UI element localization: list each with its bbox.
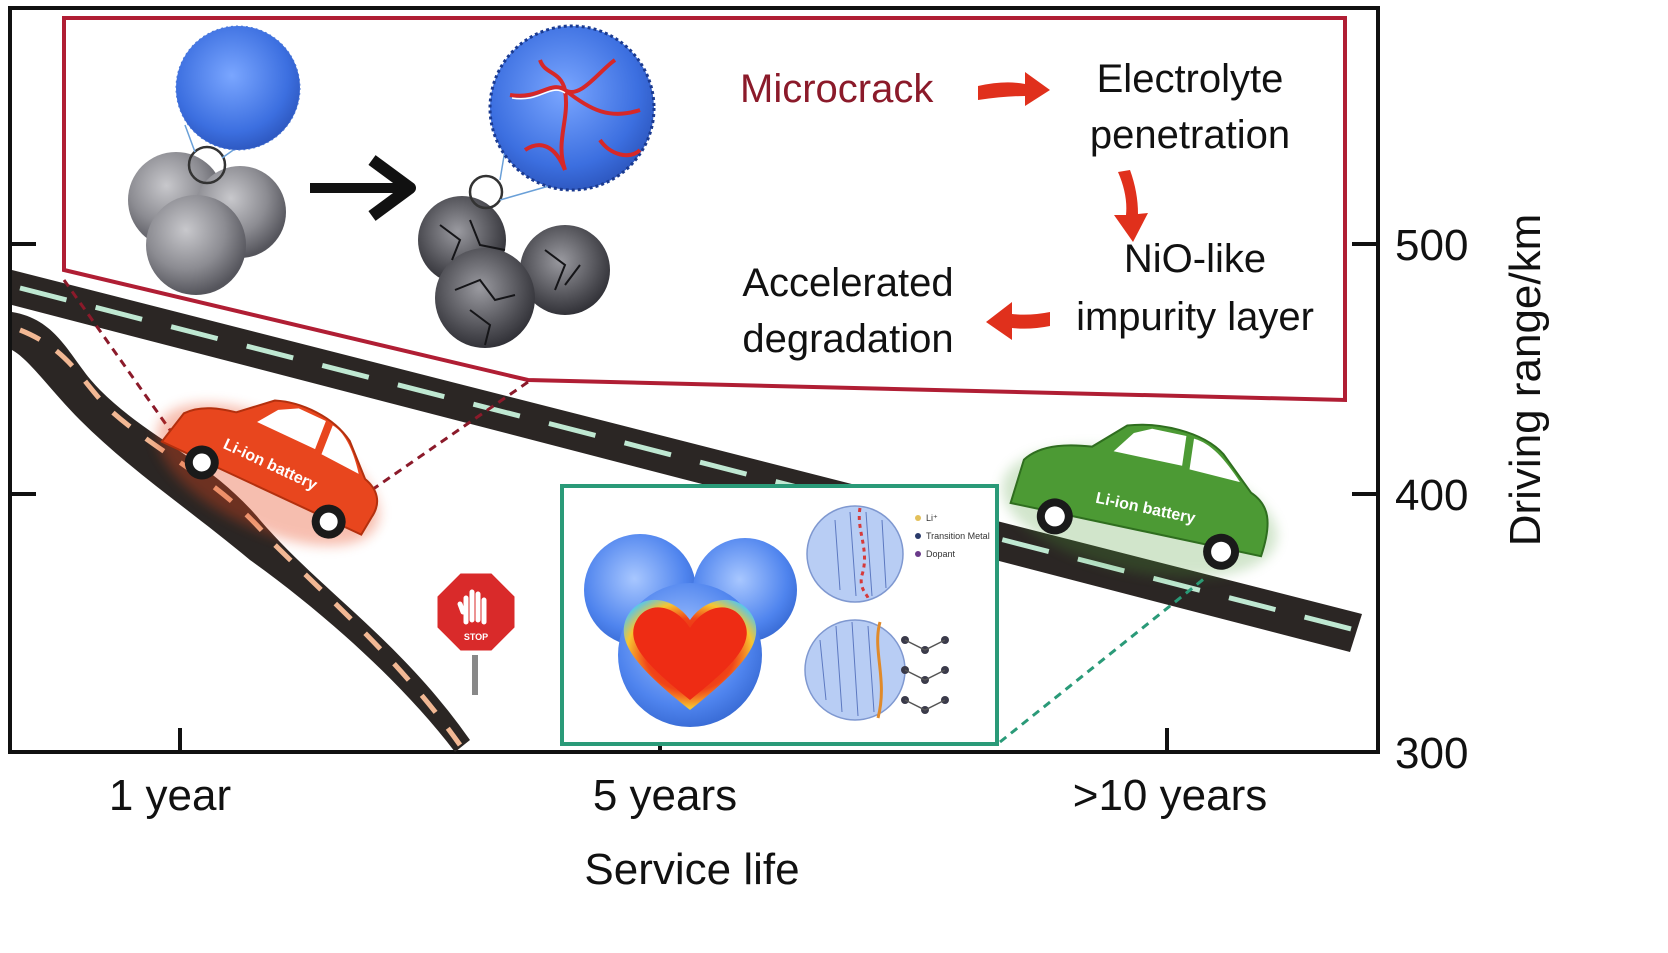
green-car: Li-ion battery (1002, 423, 1278, 578)
doped-particle-zoom-upper (806, 505, 904, 603)
flow-microcrack: Microcrack (740, 67, 934, 111)
transition-arrow (310, 155, 416, 221)
x-tick-label-10: >10 years (1073, 771, 1267, 820)
x-tick-label-1: 1 year (109, 771, 231, 820)
x-tick-label-5: 5 years (593, 771, 737, 820)
degradation-callout-frame (62, 16, 1347, 403)
flow-nio-line1: NiO-like (1124, 237, 1266, 281)
inset-legend-item: Transition Metal (926, 531, 990, 541)
x-axis-label: Service life (584, 845, 799, 894)
y-tick-label-500: 500 (1395, 221, 1468, 270)
inset-legend: Li⁺ Transition Metal Dopant (915, 513, 990, 559)
flow-accelerated-line1: Accelerated (742, 261, 953, 305)
y-tick-label-400: 400 (1395, 471, 1468, 520)
flow-arrow-left (986, 302, 1050, 340)
cracked-particle-cluster (418, 174, 610, 348)
green-leader-line (999, 576, 1206, 744)
flow-electrolyte-line2: penetration (1090, 113, 1290, 157)
flow-nio-line2: impurity layer (1076, 295, 1314, 339)
inset-legend-item: Dopant (926, 549, 956, 559)
stop-sign-label: STOP (464, 632, 488, 642)
inset-legend-item: Li⁺ (926, 513, 938, 523)
doped-particle-zoom-lower (804, 619, 949, 721)
y-axis-label: Driving range/km (1501, 214, 1550, 547)
flow-electrolyte-line1: Electrolyte (1097, 57, 1284, 101)
flow-arrow-right (978, 72, 1050, 106)
long-life-road (12, 270, 1362, 652)
flow-accelerated-line2: degradation (742, 317, 953, 361)
stop-sign: STOP (434, 570, 518, 695)
red-car: Li-ion battery (156, 399, 380, 546)
doped-particle-cluster (584, 534, 797, 727)
cracked-particle-zoom (488, 24, 656, 201)
pristine-particle-zoom (175, 25, 301, 159)
y-tick-label-300: 300 (1395, 729, 1468, 778)
red-leader-line-left (62, 279, 172, 431)
pristine-particle-cluster (128, 145, 286, 295)
plot-frame (8, 6, 1380, 754)
flow-arrow-down (1114, 170, 1148, 242)
